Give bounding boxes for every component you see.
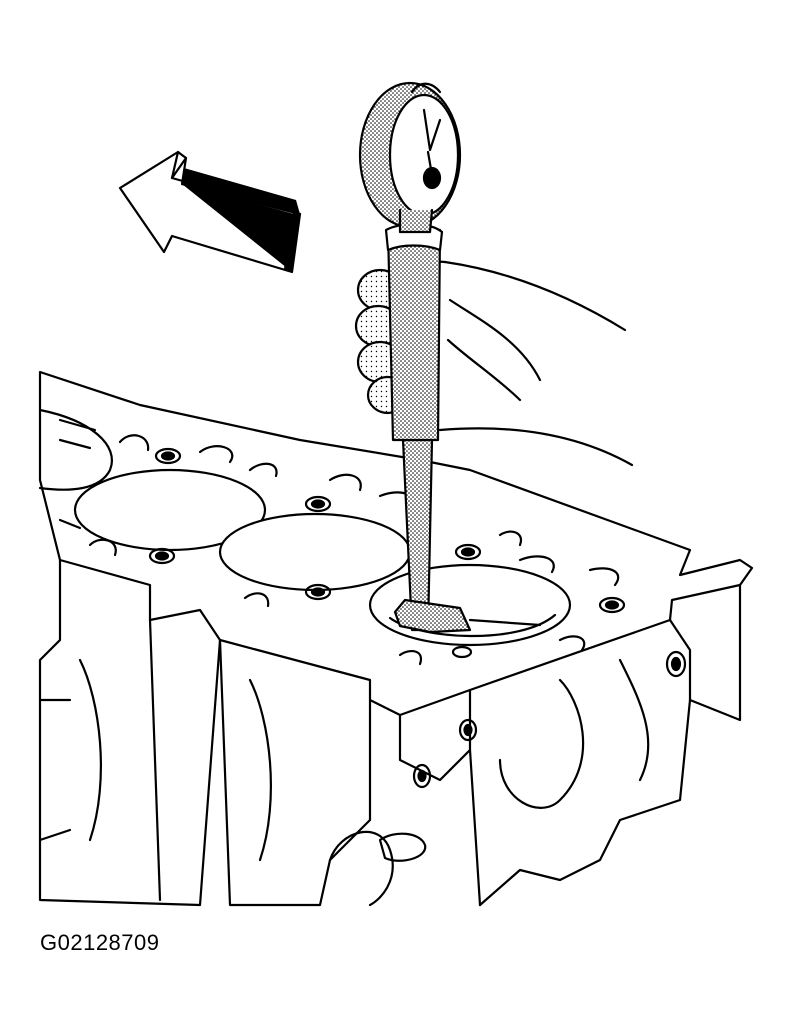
figure-id-label: G02128709	[40, 930, 160, 955]
direction-arrow-icon	[118, 150, 302, 274]
bore-gauge	[358, 81, 542, 634]
engine-block-side	[38, 558, 742, 907]
